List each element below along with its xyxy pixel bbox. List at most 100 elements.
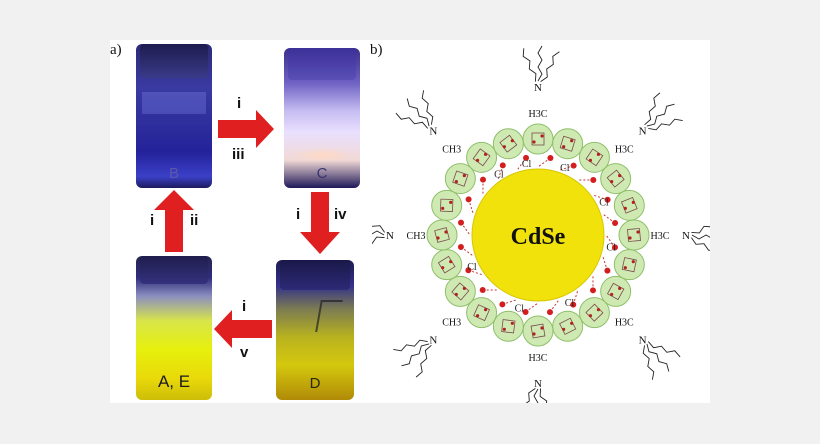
alkyl-chain [540,51,560,82]
methyl-label: H3C [529,109,548,120]
oxygen-node [604,196,611,203]
vial-ae-label: A, E [157,372,191,391]
figure-panel: a) B C D A, E [110,40,710,403]
oxygen-node [589,287,596,294]
dashed-bond [558,165,574,171]
alkyl-chain [691,225,710,234]
step-ae-b-1: i [150,212,155,229]
dashed-bond [572,289,579,305]
vial-d-label: D [309,375,321,392]
oxygen-node [570,162,577,169]
oxygen-node [499,301,506,308]
oxygen-node [499,162,506,169]
dashed-bond [516,157,527,171]
step-d-ae-1: i [242,298,247,315]
vial-d: D [276,260,354,400]
vial-b: B [136,44,212,188]
methyl-label: H3C [529,353,548,364]
dashed-bond [460,246,474,257]
vial-ae: A, E [136,256,212,400]
dashed-bond [468,269,484,276]
chloride-label: Cl [494,169,504,180]
alkyl-chain [691,237,710,251]
ligand-sphere [431,189,463,221]
alkyl-chain [395,112,429,129]
methyl-label: H3C [615,317,634,328]
ligand-sphere [578,297,610,329]
oxygen-node [465,267,472,274]
alkyl-chain [406,98,430,127]
oxygen-node [457,243,464,250]
ligand-sphere [600,275,632,307]
chloride-label: Cl [606,243,616,254]
oxygen-node [479,286,486,293]
dashed-bond [502,299,518,305]
ligand-shell [426,123,650,347]
ligand-sphere [618,219,650,251]
amine-label: N [429,335,437,347]
dashed-bond [605,234,616,248]
ligand-sphere [444,163,476,195]
ligand-sphere [522,315,554,347]
alkyl-chain [525,388,536,403]
alkyl-chain [393,339,428,352]
oxygen-node [457,219,464,226]
step-c-d-1: i [296,206,301,223]
alkyl-chain [372,236,385,245]
ligand-sphere [552,310,584,342]
oxygen-node [612,220,619,227]
chloride-bonds [457,154,619,316]
ligand-sphere [492,128,524,160]
arrow-b-to-c [218,110,274,148]
ligand-sphere [578,141,610,173]
chloride-label: Cl [560,163,570,174]
ligand-sphere [600,163,632,195]
alkyl-chain [537,45,543,82]
vial-b-label: B [168,165,179,182]
dashed-bond [468,199,474,215]
amine-label: N [639,335,647,347]
vial-c-label: C [316,165,328,182]
chloride-label: Cl [522,159,532,170]
vial-c: C [284,48,360,188]
oxygen-node [546,309,553,316]
step-b-c-2: iii [232,146,245,163]
ligand-sphere [431,249,463,281]
chloride-label: Cl [515,304,525,315]
alkyl-chain [642,345,655,380]
cdse-core [471,168,605,302]
methyl-label: CH3 [442,145,461,156]
alkyl-chain [648,118,683,131]
step-ae-b-2: ii [190,212,199,229]
oxygen-node [590,177,597,184]
process-arrows [154,110,340,348]
alkyl-chains [372,45,710,403]
alkyl-chain [647,341,681,358]
alkyl-chain [522,48,537,82]
alkyl-chain [646,343,670,372]
amine-label: N [429,125,437,137]
arrow-c-to-d [300,192,340,254]
alkyl-chain [372,230,385,236]
alkyl-chain [539,388,548,403]
amine-label: N [534,82,542,94]
ligand-sphere [466,297,498,329]
step-d-ae-2: v [240,344,249,361]
oxygen-node [522,309,529,316]
dashed-bond [497,165,504,181]
step-c-d-2: iv [334,206,347,223]
amine-label: N [682,230,690,242]
amine-label: N [534,378,542,390]
ligand-sphere [613,189,645,221]
amine-label: N [639,125,647,137]
ligand-sphere [492,310,524,342]
methyl-label: H3C [651,231,670,242]
alkyl-chain [421,90,434,125]
amine-label: N [386,230,394,242]
methyl-label: CH3 [407,231,426,242]
dashed-bond [525,302,539,313]
alkyl-chain [401,343,430,367]
